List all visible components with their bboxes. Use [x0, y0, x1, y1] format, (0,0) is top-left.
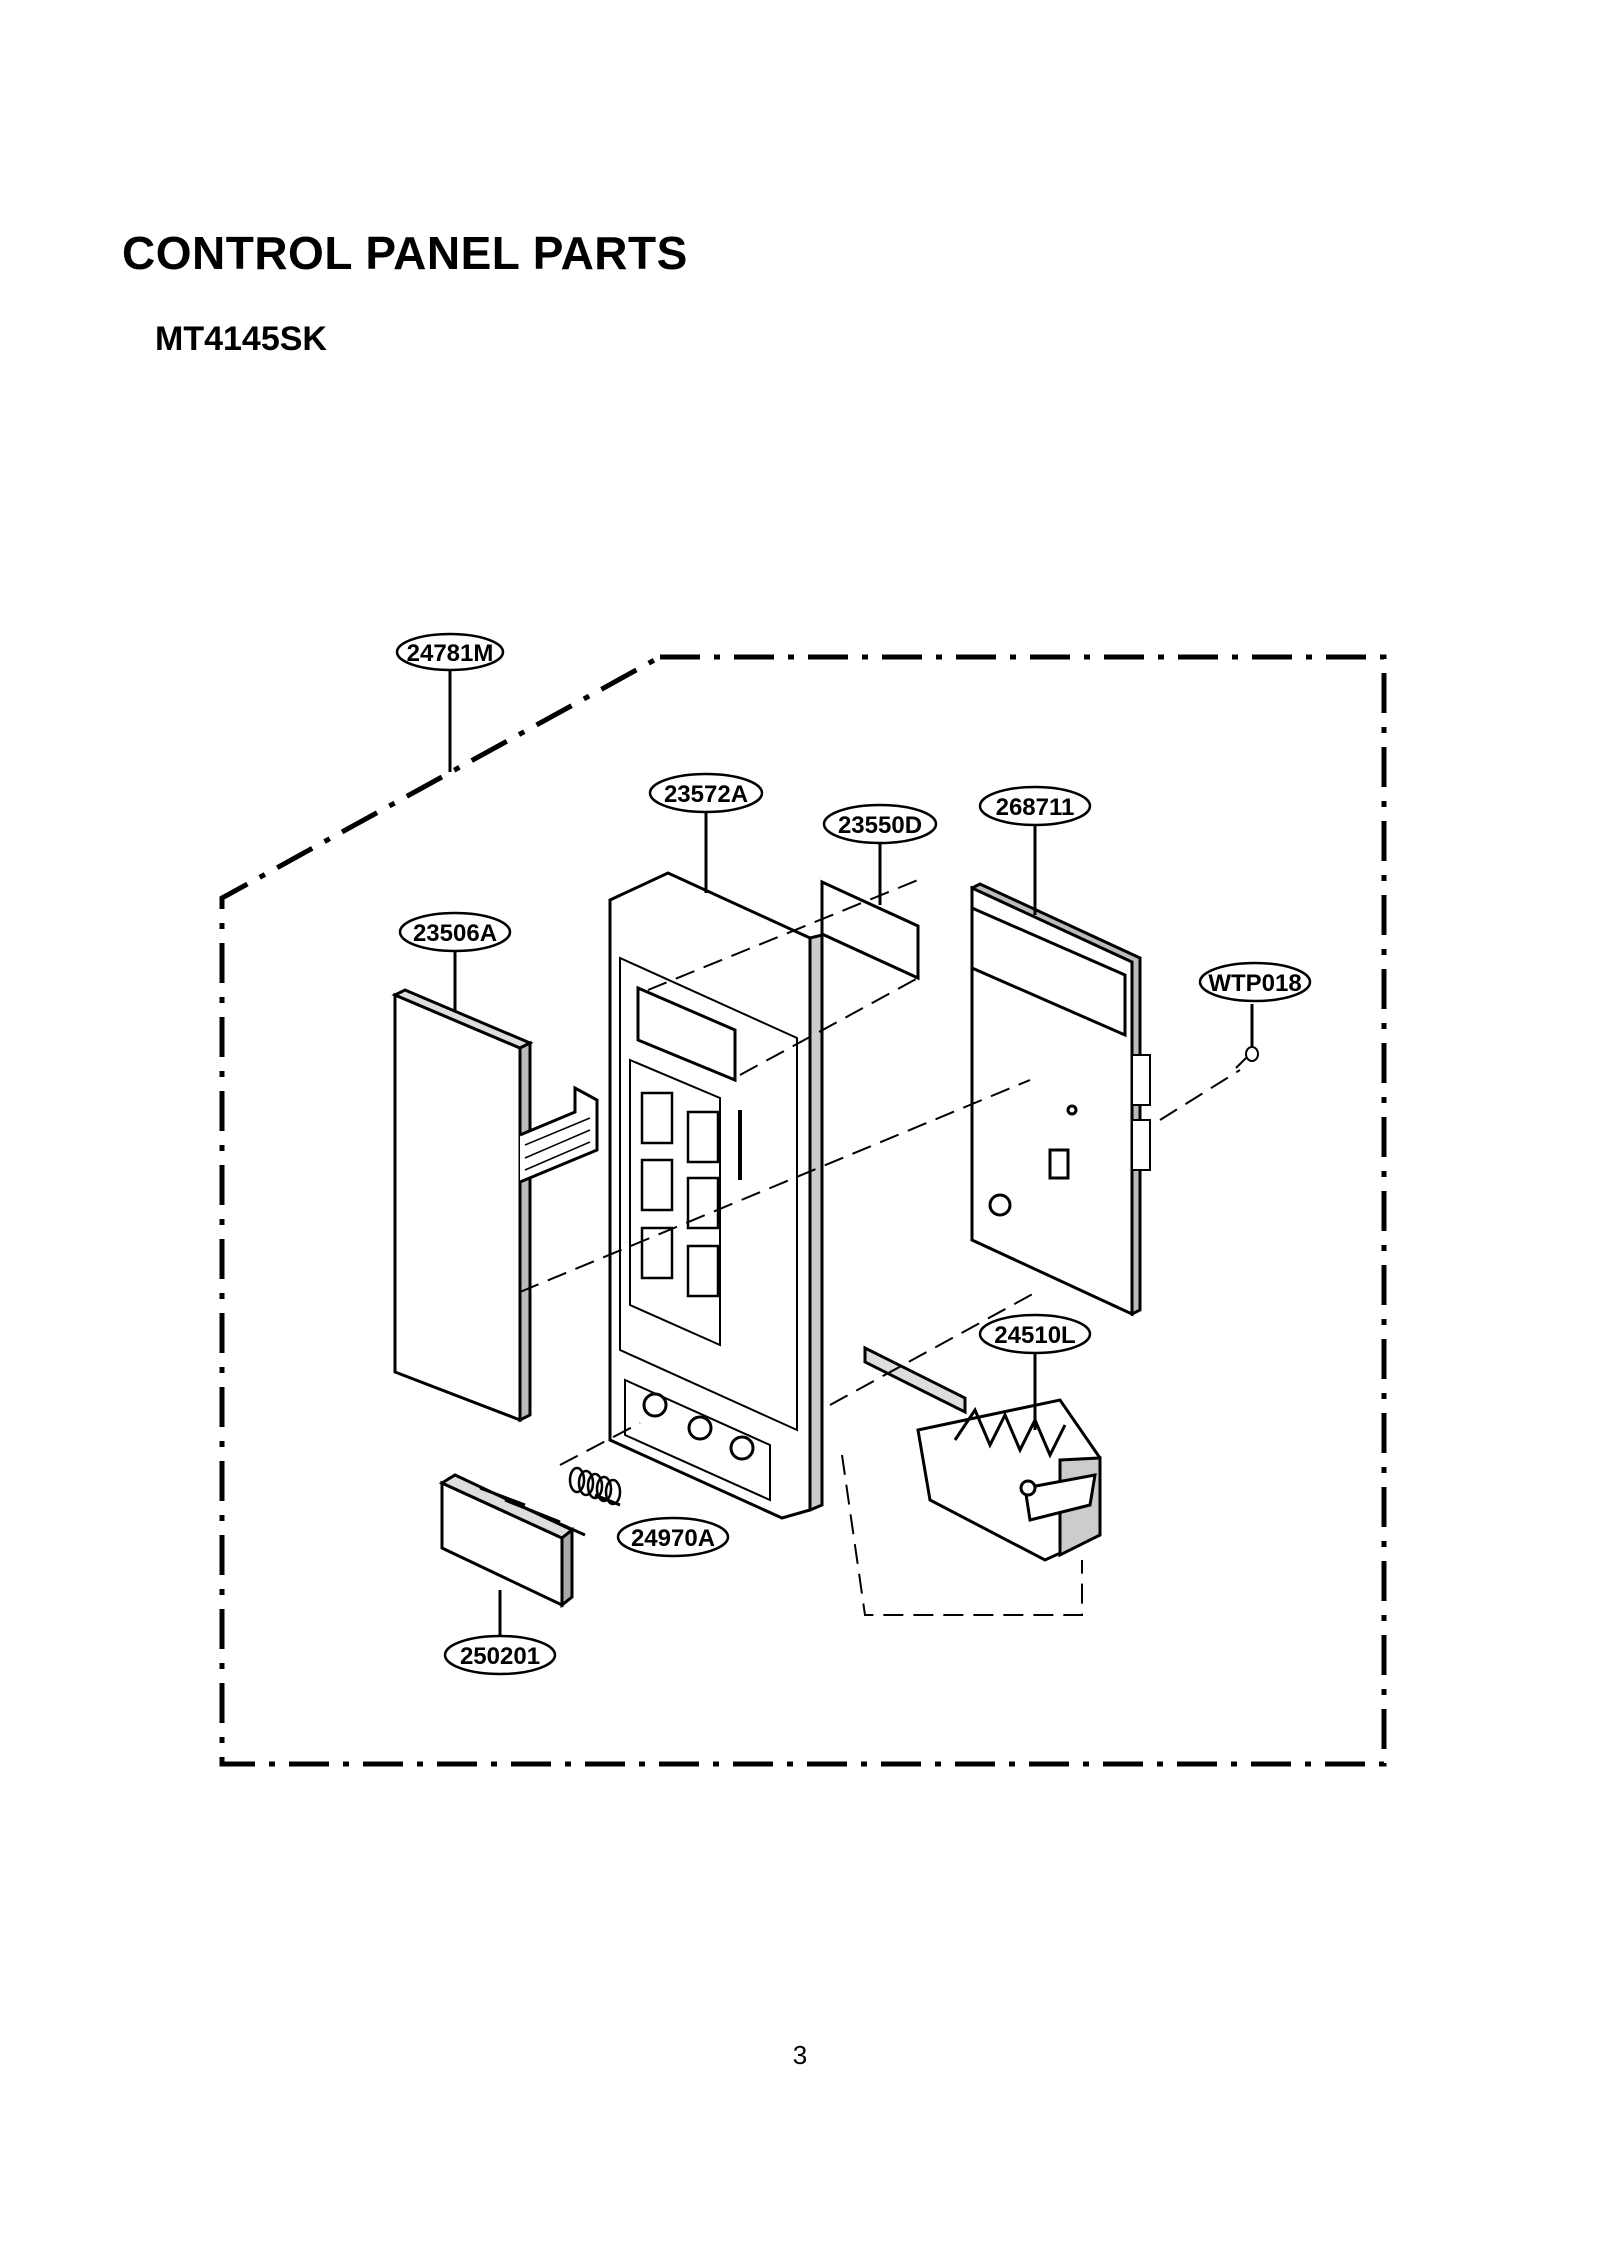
door-lever — [863, 1345, 1102, 1562]
button-part — [438, 1473, 586, 1609]
assembly-boundary — [219, 654, 1387, 1767]
spring — [568, 1466, 622, 1506]
callout-24781M: 24781M — [407, 640, 494, 667]
callout-23572A: 23572A — [664, 781, 748, 808]
callouts — [395, 632, 1312, 1676]
callout-24510L: 24510L — [994, 1322, 1075, 1349]
callout-268711: 268711 — [996, 794, 1075, 821]
membrane-sheet — [391, 988, 599, 1423]
panel-body — [608, 871, 824, 1520]
callout-250201: 250201 — [460, 1643, 540, 1670]
screw — [1235, 1046, 1259, 1069]
callout-23506A: 23506A — [413, 920, 497, 947]
page-title: CONTROL PANEL PARTS — [122, 227, 688, 279]
guide-lines — [519, 879, 1241, 1616]
window-film — [820, 879, 920, 981]
callout-24970A: 24970A — [631, 1525, 715, 1552]
pcb-board — [970, 882, 1151, 1317]
callout-WTP018: WTP018 — [1208, 970, 1301, 997]
page-number: 3 — [792, 2040, 808, 2070]
callout-leaders — [448, 669, 1254, 1640]
callout-23550D: 23550D — [838, 812, 922, 839]
model-number: MT4145SK — [155, 320, 327, 358]
